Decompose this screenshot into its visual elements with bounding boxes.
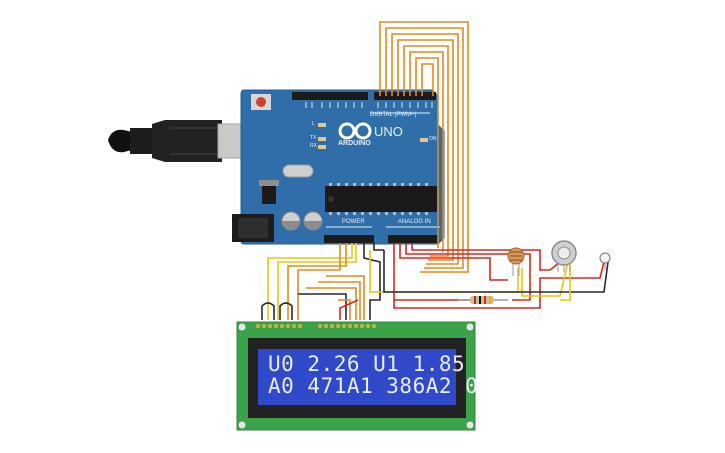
rx-label: RX bbox=[310, 143, 317, 149]
digital-header-left bbox=[292, 92, 368, 100]
power-label: POWER bbox=[342, 219, 365, 225]
digital-header-right bbox=[374, 92, 436, 100]
arduino-logo-icon bbox=[338, 122, 372, 140]
brand-label: ARDUINO bbox=[338, 140, 371, 147]
atmega-chip-icon bbox=[325, 186, 437, 212]
lcd-wires[interactable] bbox=[261, 243, 381, 320]
analog-label: ANALOG IN bbox=[398, 219, 431, 225]
lcd-line-1: U0 2.26 U1 1.85 bbox=[268, 352, 466, 376]
rx-led-icon bbox=[318, 145, 326, 149]
model-label: UNO bbox=[374, 124, 403, 139]
potentiometer-icon[interactable] bbox=[551, 240, 577, 272]
digital-pin-labels bbox=[305, 102, 433, 108]
photoresistor-icon[interactable] bbox=[507, 247, 525, 276]
sensor-wires[interactable] bbox=[369, 243, 609, 309]
power-jack-icon[interactable] bbox=[232, 214, 274, 242]
analog-header bbox=[388, 235, 438, 243]
resistor-icon[interactable] bbox=[458, 296, 508, 304]
crystal-icon bbox=[282, 164, 314, 178]
capacitor-icon bbox=[281, 211, 323, 231]
lcd-line-2: A0 471A1 386A2 0 bbox=[268, 374, 479, 398]
arduino-board[interactable] bbox=[232, 89, 445, 245]
on-label: ON bbox=[429, 136, 437, 142]
tx-led-icon bbox=[318, 137, 326, 141]
lcd-module[interactable] bbox=[236, 321, 476, 431]
l-label: L bbox=[312, 121, 315, 127]
digital-wires[interactable] bbox=[379, 21, 469, 273]
on-led-icon bbox=[420, 138, 428, 142]
digital-label: DIGITAL (PWM~) bbox=[370, 112, 417, 118]
l-led-icon bbox=[318, 123, 326, 127]
power-header bbox=[324, 235, 374, 243]
regulator-icon bbox=[262, 186, 276, 204]
tx-label: TX bbox=[310, 135, 317, 141]
lcd-screen bbox=[258, 349, 456, 405]
lcd-pin-header bbox=[256, 324, 376, 328]
temperature-sensor-icon[interactable] bbox=[599, 252, 611, 270]
